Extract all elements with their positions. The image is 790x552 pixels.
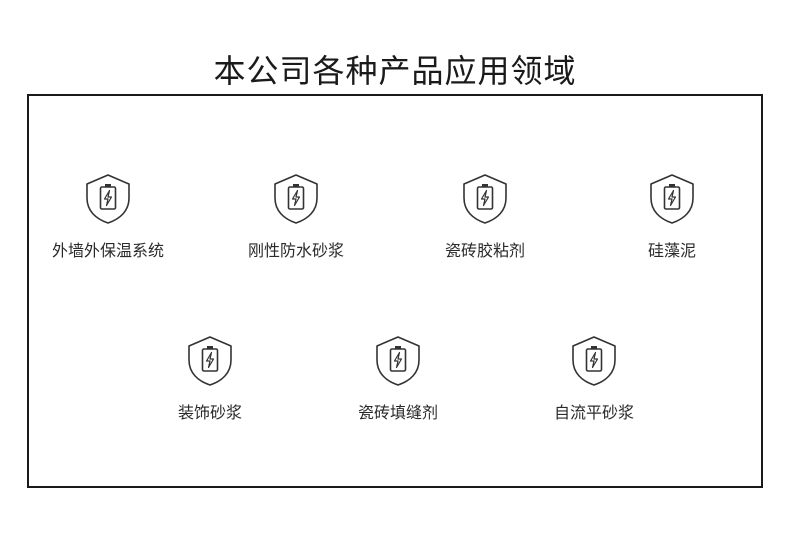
application-item: 外墙外保温系统 — [28, 172, 188, 262]
application-label: 硅藻泥 — [647, 241, 696, 260]
application-item: 装饰砂浆 — [130, 334, 290, 424]
shield-battery-icon — [572, 336, 616, 386]
content-frame — [27, 94, 763, 488]
shield-battery-icon — [86, 174, 130, 224]
shield-battery-icon — [188, 336, 232, 386]
application-item: 自流平砂浆 — [514, 334, 674, 424]
application-item: 刚性防水砂浆 — [216, 172, 376, 262]
shield-battery-icon — [463, 174, 507, 224]
page-title: 本公司各种产品应用领域 — [209, 48, 581, 94]
shield-battery-icon — [274, 174, 318, 224]
application-label: 装饰砂浆 — [177, 403, 242, 422]
shield-battery-icon — [650, 174, 694, 224]
application-item: 瓷砖填缝剂 — [318, 334, 478, 424]
title-wrap: 本公司各种产品应用领域 — [0, 48, 790, 94]
application-label: 刚性防水砂浆 — [247, 241, 344, 260]
application-label: 瓷砖填缝剂 — [357, 403, 438, 422]
application-label: 瓷砖胶粘剂 — [444, 241, 525, 260]
shield-battery-icon — [376, 336, 420, 386]
application-item: 瓷砖胶粘剂 — [405, 172, 565, 262]
application-label: 外墙外保温系统 — [51, 241, 164, 260]
application-label: 自流平砂浆 — [553, 403, 634, 422]
application-item: 硅藻泥 — [592, 172, 752, 262]
